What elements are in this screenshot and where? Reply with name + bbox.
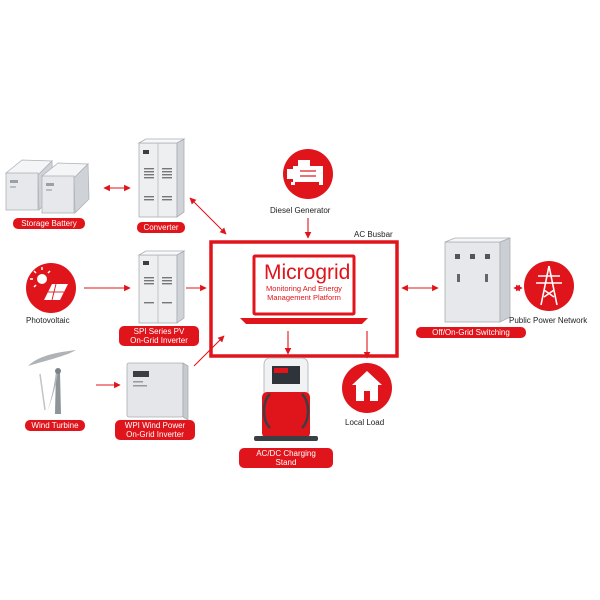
wind-turbine-image xyxy=(28,350,76,414)
converter-label: Converter xyxy=(137,222,185,233)
storage-battery-image xyxy=(4,159,90,214)
ac-busbar-label: AC Busbar xyxy=(354,230,393,239)
arrow-windinverter-busbar xyxy=(193,335,225,367)
microgrid-title: Microgrid xyxy=(264,261,351,284)
public-network-label: Public Power Network xyxy=(509,316,588,325)
charging-stand-image xyxy=(254,357,318,441)
power-tower-icon xyxy=(524,261,574,311)
wind-inverter-image xyxy=(126,362,189,421)
switching-label: Off/On-Grid Switching xyxy=(416,327,526,338)
charging-stand-label: AC/DC Charging Stand xyxy=(239,448,333,468)
wind-turbine-label: Wind Turbine xyxy=(25,420,85,431)
wind-inverter-label: WPI Wind Power On-Grid Inverter xyxy=(115,420,195,440)
pv-inverter-image xyxy=(137,250,186,324)
platform-subtitle: Monitoring And Energy Management Platfor… xyxy=(266,284,342,302)
photovoltaic-icon xyxy=(26,263,76,313)
connection-arrows xyxy=(84,184,523,389)
laptop-icon xyxy=(240,254,368,324)
storage-battery-label: Storage Battery xyxy=(13,218,85,229)
ac-busbar-frame xyxy=(209,240,399,358)
local-load-icon xyxy=(342,363,392,413)
converter-image xyxy=(137,138,186,218)
switching-cabinet-image xyxy=(444,237,511,323)
diesel-generator-label: Diesel Generator xyxy=(270,206,331,215)
local-load-label: Local Load xyxy=(345,418,385,427)
diesel-generator-icon xyxy=(283,149,333,199)
photovoltaic-label: Photovoltaic xyxy=(26,316,70,325)
pv-inverter-label: SPI Series PV On-Grid Inverter xyxy=(119,326,199,346)
arrow-converter-busbar xyxy=(189,197,227,235)
